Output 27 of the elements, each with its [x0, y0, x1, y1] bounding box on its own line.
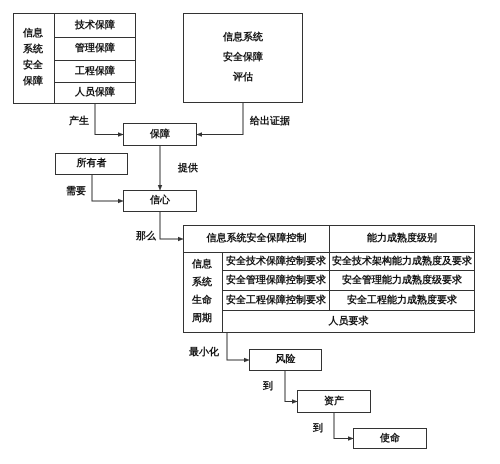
process-box: 使命	[353, 428, 427, 449]
connector-arrow	[158, 146, 162, 190]
connector-arrow	[160, 212, 184, 242]
connector-arrow	[94, 104, 124, 137]
edge-label: 最小化	[188, 347, 220, 359]
edge-label: 给出证据	[249, 116, 291, 128]
edge-label: 到	[312, 423, 324, 435]
box-label: 信息系统安全保障	[22, 26, 44, 89]
box-label: 信息系统生命周期	[191, 258, 213, 326]
group-box	[13, 13, 136, 104]
table-box	[183, 225, 475, 333]
process-box: 信息系统安全保障评估	[183, 13, 303, 103]
edge-label: 提供	[177, 163, 199, 175]
connector-arrow	[226, 332, 250, 362]
process-box: 保障	[123, 123, 197, 146]
edge-label: 需要	[65, 186, 87, 198]
connector-arrow	[92, 174, 124, 204]
edge-label: 到	[262, 381, 274, 393]
process-box: 风险	[249, 349, 322, 371]
edge-label: 那么	[135, 231, 157, 243]
connector-arrow	[284, 370, 298, 404]
process-box: 信心	[123, 190, 197, 212]
process-box: 资产	[297, 390, 371, 413]
edge-label: 产生	[68, 116, 90, 128]
connector-arrow	[196, 102, 244, 137]
connector-arrow	[334, 412, 354, 441]
process-box: 所有者	[55, 153, 128, 175]
